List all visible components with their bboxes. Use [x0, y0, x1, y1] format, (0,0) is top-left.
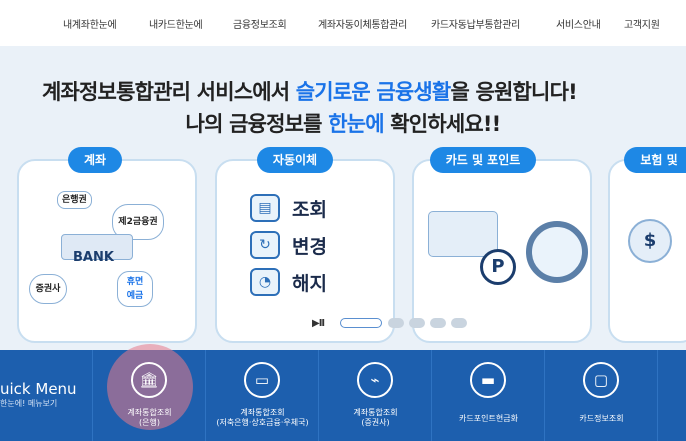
- piggy-bank-icon: ◔: [250, 268, 280, 296]
- carousel-dot-4[interactable]: [430, 318, 446, 328]
- hero-headline-2: 나의 금융정보를 한눈에 확인하세요!!: [185, 112, 502, 136]
- chart-icon: ⌁: [357, 362, 393, 398]
- hero-headline-1: 계좌정보통합관리 서비스에서 슬기로운 금융생활을 응원합니다!: [42, 80, 578, 104]
- card-search-icon: ▢: [583, 362, 619, 398]
- nav-auto-transfer[interactable]: 계좌자동이체통합관리: [318, 20, 408, 31]
- carousel-dot-5[interactable]: [451, 318, 467, 328]
- card-card-points[interactable]: P: [412, 159, 592, 343]
- quick-item-next[interactable]: [657, 350, 686, 441]
- nav-my-accounts[interactable]: 내계좌한눈에: [63, 20, 117, 31]
- carousel-dot-2[interactable]: [388, 318, 404, 328]
- badge-card-points: 카드 및 포인트: [430, 147, 536, 173]
- carousel-dot-3[interactable]: [409, 318, 425, 328]
- quick-item-bank-accounts[interactable]: 🏛 계좌통합조회(은행): [92, 344, 205, 441]
- top-navigation: 내계좌한눈에 내카드한눈에 금융정보조회 계좌자동이체통합관리 카드자동납부통합…: [0, 0, 686, 46]
- bank-label: BANK: [73, 250, 114, 265]
- tag-dormant-deposit: 휴면 예금: [117, 271, 153, 307]
- badge-auto-transfer: 자동이체: [257, 147, 333, 173]
- bank-building-icon: [61, 234, 133, 260]
- action-change[interactable]: ↻ 변경: [250, 229, 370, 263]
- document-search-icon: ▤: [250, 194, 280, 222]
- quick-menu: uick Menu 한눈에! 메뉴보기 🏛 계좌통합조회(은행) ▭ 계좌통합조…: [0, 344, 686, 441]
- carousel-dot-1[interactable]: [340, 318, 382, 328]
- nav-financial-info[interactable]: 금융정보조회: [233, 20, 287, 31]
- badge-account: 계좌: [68, 147, 122, 173]
- nav-card-autopay[interactable]: 카드자동납부통합관리: [431, 20, 521, 31]
- nav-my-cards[interactable]: 내카드한눈에: [149, 20, 203, 31]
- card-insurance[interactable]: $: [608, 159, 686, 343]
- card-auto-transfer[interactable]: [215, 159, 395, 343]
- card-icon: ▬: [470, 362, 506, 398]
- action-cancel[interactable]: ◔ 해지: [250, 266, 370, 300]
- nav-customer-support[interactable]: 고객지원: [624, 20, 660, 31]
- card-account[interactable]: 은행권 제2금융권 BANK 증권사 휴면 예금: [17, 159, 197, 343]
- carousel-play-pause[interactable]: ▶II: [312, 318, 325, 329]
- bank-icon: 🏛: [131, 362, 167, 398]
- magnifier-icon: [526, 221, 588, 283]
- tag-bank: 은행권: [57, 191, 92, 209]
- laptop-icon: ▭: [244, 362, 280, 398]
- quick-item-card-points-cash[interactable]: ▬ 카드포인트현금화: [431, 350, 544, 441]
- action-inquiry[interactable]: ▤ 조회: [250, 192, 370, 226]
- money-bag-icon: $: [628, 219, 672, 263]
- credit-card-icon: [428, 211, 498, 257]
- tag-securities: 증권사: [29, 274, 67, 304]
- nav-service-guide[interactable]: 서비스안내: [556, 20, 601, 31]
- quick-item-securities-accounts[interactable]: ⌁ 계좌통합조회(증권사): [318, 350, 431, 441]
- quick-item-card-info[interactable]: ▢ 카드정보조회: [544, 350, 657, 441]
- point-coin-icon: P: [480, 249, 516, 285]
- badge-insurance: 보험 및: [624, 147, 686, 173]
- refresh-icon: ↻: [250, 231, 280, 259]
- quick-item-savings-accounts[interactable]: ▭ 계좌통합조회(저축은행·상호금융·우체국): [205, 350, 318, 441]
- quick-menu-title: uick Menu: [0, 380, 77, 398]
- quick-menu-subtitle: 한눈에! 메뉴보기: [0, 399, 58, 408]
